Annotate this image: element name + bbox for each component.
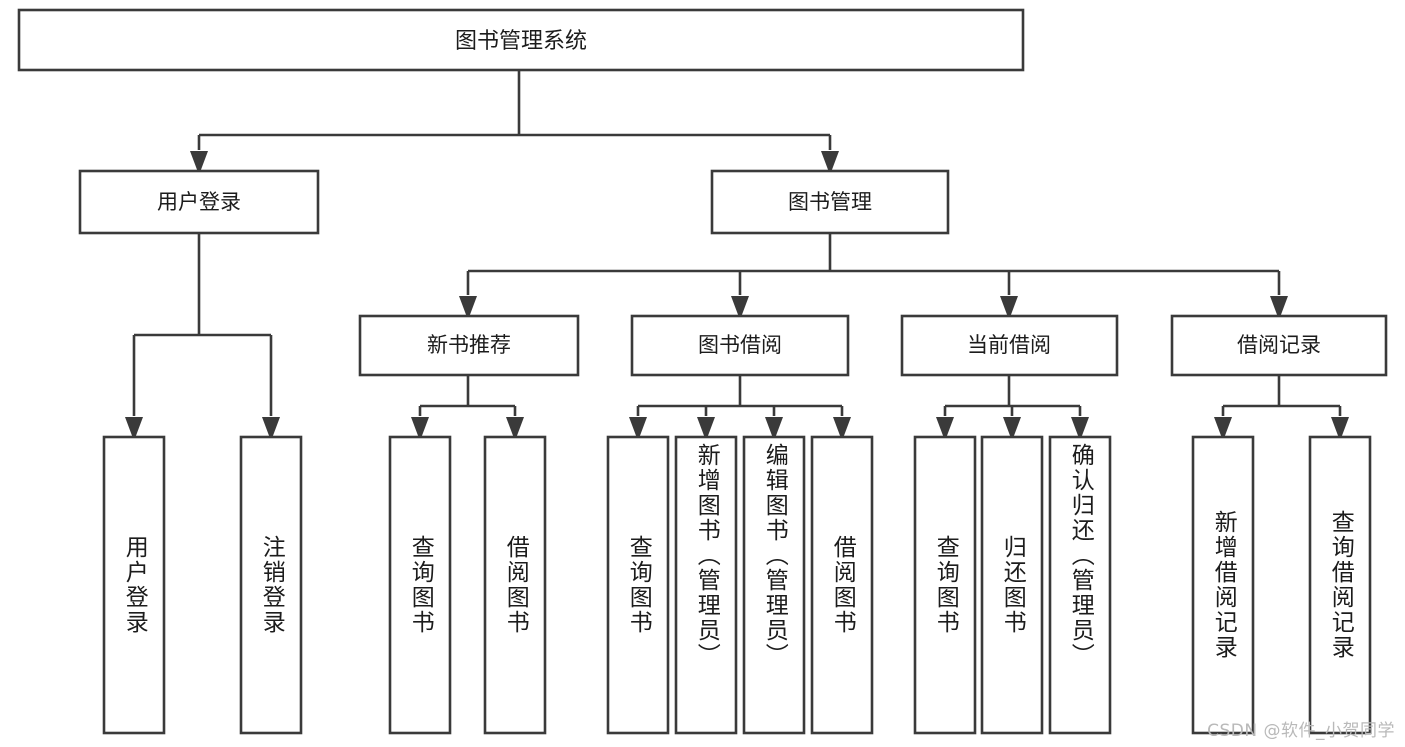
node-current-borrow-label: 当前借阅 (967, 333, 1051, 357)
node-current-borrow-box[interactable] (900, 314, 1119, 377)
connector-layer (125, 70, 1349, 441)
node-book-manage-box[interactable] (710, 169, 950, 235)
leaf-confirm-return-box[interactable] (1048, 435, 1112, 735)
node-borrow-record-label: 借阅记录 (1237, 333, 1321, 357)
leaf-query-book-1-box[interactable] (388, 435, 452, 735)
node-root-box[interactable] (17, 8, 1025, 72)
node-current-borrow[interactable]: 当前借阅 (900, 314, 1119, 377)
node-book-borrow-label: 图书借阅 (698, 333, 782, 357)
leaf-query-record-box[interactable] (1308, 435, 1372, 735)
leaf-add-record-box[interactable] (1191, 435, 1255, 735)
node-new-book-recommend-label: 新书推荐 (427, 333, 511, 357)
node-root[interactable]: 图书管理系统 (17, 8, 1025, 72)
node-book-manage-label: 图书管理 (788, 190, 872, 214)
node-root-label: 图书管理系统 (455, 29, 587, 54)
leaf-edit-book-box[interactable] (742, 435, 806, 735)
leaf-logout-box[interactable] (239, 435, 303, 735)
node-new-book-recommend-box[interactable] (358, 314, 580, 377)
leaf-borrow-book-1-box[interactable] (483, 435, 547, 735)
leaf-query-book-3-box[interactable] (913, 435, 977, 735)
node-user-login-label: 用户登录 (157, 190, 241, 214)
leaf-borrow-book-2-box[interactable] (810, 435, 874, 735)
watermark: CSDN @软件_小贺同学 (1207, 721, 1395, 741)
node-book-manage[interactable]: 图书管理 (710, 169, 950, 235)
node-book-borrow[interactable]: 图书借阅 (630, 314, 850, 377)
leaf-user-login-box[interactable] (102, 435, 166, 735)
node-user-login-box[interactable] (78, 169, 320, 235)
node-borrow-record-box[interactable] (1170, 314, 1388, 377)
leaf-query-book-2-box[interactable] (606, 435, 670, 735)
node-new-book-recommend[interactable]: 新书推荐 (358, 314, 580, 377)
node-book-borrow-box[interactable] (630, 314, 850, 377)
leaf-box-layer (102, 435, 1372, 735)
node-borrow-record[interactable]: 借阅记录 (1170, 314, 1388, 377)
node-user-login[interactable]: 用户登录 (78, 169, 320, 235)
leaf-add-book-box[interactable] (674, 435, 738, 735)
leaf-return-book-box[interactable] (980, 435, 1044, 735)
